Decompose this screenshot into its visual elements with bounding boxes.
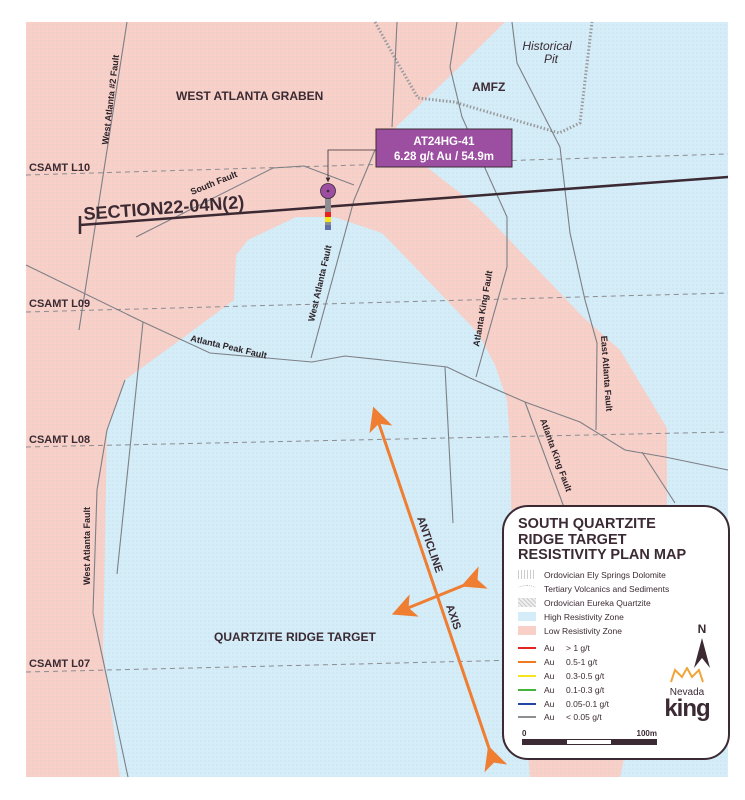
csamt-label: CSAMT L10 bbox=[29, 162, 90, 174]
legend-label: Ordovician Ely Springs Dolomite bbox=[544, 569, 666, 580]
nevada-king-logo: Nevada king bbox=[654, 665, 720, 722]
grade-line bbox=[518, 702, 536, 705]
legend-title-line: RESISTIVITY PLAN MAP bbox=[518, 547, 687, 563]
grade-line bbox=[518, 661, 536, 664]
low-resistivity-swatch bbox=[518, 626, 536, 635]
grade-range: 0.05-0.1 g/t bbox=[566, 698, 610, 709]
callout-hole-id: AT24HG-41 bbox=[413, 136, 475, 148]
legend-label: Low Resistivity Zone bbox=[544, 625, 622, 636]
grade-range: 0.3-0.5 g/t bbox=[566, 670, 605, 681]
grade-range: 0.5-1 g/t bbox=[566, 657, 598, 668]
drill-collar-dot bbox=[326, 189, 330, 193]
legend-grade: Au 0.3-0.5 g/t bbox=[518, 669, 714, 683]
region-amfz: AMFZ bbox=[472, 80, 505, 94]
grade-au: Au bbox=[544, 698, 555, 709]
logo-text-nevada: Nevada bbox=[669, 687, 705, 698]
grade-au: Au bbox=[544, 670, 555, 681]
grade-line bbox=[518, 674, 536, 677]
dolomite-swatch bbox=[518, 570, 536, 579]
historical-pit-label-2: Pit bbox=[544, 52, 559, 66]
historical-pit-outline bbox=[373, 21, 594, 135]
drill-callout-box bbox=[375, 128, 513, 168]
quartzite-swatch bbox=[518, 598, 536, 607]
north-arrow-icon bbox=[694, 638, 710, 668]
legend-grade: Au 0.05-0.1 g/t bbox=[518, 697, 714, 711]
grade-au: Au bbox=[544, 684, 555, 695]
historical-pit-label: Historical bbox=[522, 39, 572, 53]
legend-panel: SOUTH QUARTZITE RIDGE TARGET RESISTIVITY… bbox=[502, 505, 730, 760]
legend-item-volcanics: Tertiary Volcanics and Sediments bbox=[518, 582, 714, 596]
crown-icon bbox=[670, 665, 704, 683]
scale-bar-graphic bbox=[522, 739, 657, 745]
grade-au: Au bbox=[544, 657, 555, 668]
legend-label: High Resistivity Zone bbox=[544, 611, 624, 622]
region-quartzite-ridge-target: QUARTZITE RIDGE TARGET bbox=[214, 630, 376, 644]
high-resistivity-swatch bbox=[518, 612, 536, 621]
callout-result: 6.28 g/t Au / 54.9m bbox=[394, 151, 494, 163]
legend-grade: Au < 0.05 g/t bbox=[518, 710, 714, 724]
anticline-plunge-arrow bbox=[391, 566, 488, 617]
csamt-labels: CSAMT L10 CSAMT L09 CSAMT L08 CSAMT L07 bbox=[29, 162, 90, 670]
grade-au: Au bbox=[544, 643, 555, 654]
grade-range: < 0.05 g/t bbox=[566, 712, 602, 723]
legend-grade: Au 0.1-0.3 g/t bbox=[518, 683, 714, 697]
legend-grade: Au 0.5-1 g/t bbox=[518, 655, 714, 669]
legend-title-line: SOUTH QUARTZITE bbox=[518, 516, 656, 532]
grade-line bbox=[518, 716, 536, 719]
north-label: N bbox=[697, 622, 707, 636]
legend-item-quartzite: Ordovician Eureka Quartzite bbox=[518, 596, 714, 610]
grade-range: > 1 g/t bbox=[566, 643, 590, 654]
legend-grade: Au > 1 g/t bbox=[518, 642, 714, 656]
volcanics-swatch bbox=[518, 585, 536, 592]
scale-start: 0 bbox=[522, 729, 527, 738]
csamt-label: CSAMT L07 bbox=[29, 658, 90, 670]
legend-label: Tertiary Volcanics and Sediments bbox=[544, 583, 670, 594]
drill-trace[interactable] bbox=[325, 198, 331, 230]
region-west-atlanta-graben: WEST ATLANTA GRABEN bbox=[176, 89, 323, 103]
csamt-label: CSAMT L08 bbox=[29, 434, 90, 446]
section-line[interactable] bbox=[79, 175, 729, 227]
logo-text-king: king bbox=[664, 695, 710, 722]
legend-item-low-resistivity: Low Resistivity Zone bbox=[518, 624, 714, 638]
grade-line bbox=[518, 647, 536, 650]
csamt-label: CSAMT L09 bbox=[29, 298, 90, 310]
legend-title-line: RIDGE TARGET bbox=[518, 531, 627, 548]
grade-line bbox=[518, 688, 536, 691]
grade-au: Au bbox=[544, 712, 555, 723]
legend-item-high-resistivity: High Resistivity Zone bbox=[518, 610, 714, 624]
scale-end: 100m bbox=[636, 729, 657, 738]
callout-leader bbox=[325, 149, 376, 183]
legend-label: Ordovician Eureka Quartzite bbox=[544, 597, 651, 608]
legend-title: SOUTH QUARTZITE RIDGE TARGET RESISTIVITY… bbox=[518, 516, 714, 564]
fault-label-west-atlanta-lower: West Atlanta Fault bbox=[82, 507, 92, 585]
north-arrow: N bbox=[692, 622, 712, 673]
scale-bar: 0 100m bbox=[522, 729, 657, 745]
grade-range: 0.1-0.3 g/t bbox=[566, 684, 605, 695]
legend-item-dolomite: Ordovician Ely Springs Dolomite bbox=[518, 568, 714, 582]
